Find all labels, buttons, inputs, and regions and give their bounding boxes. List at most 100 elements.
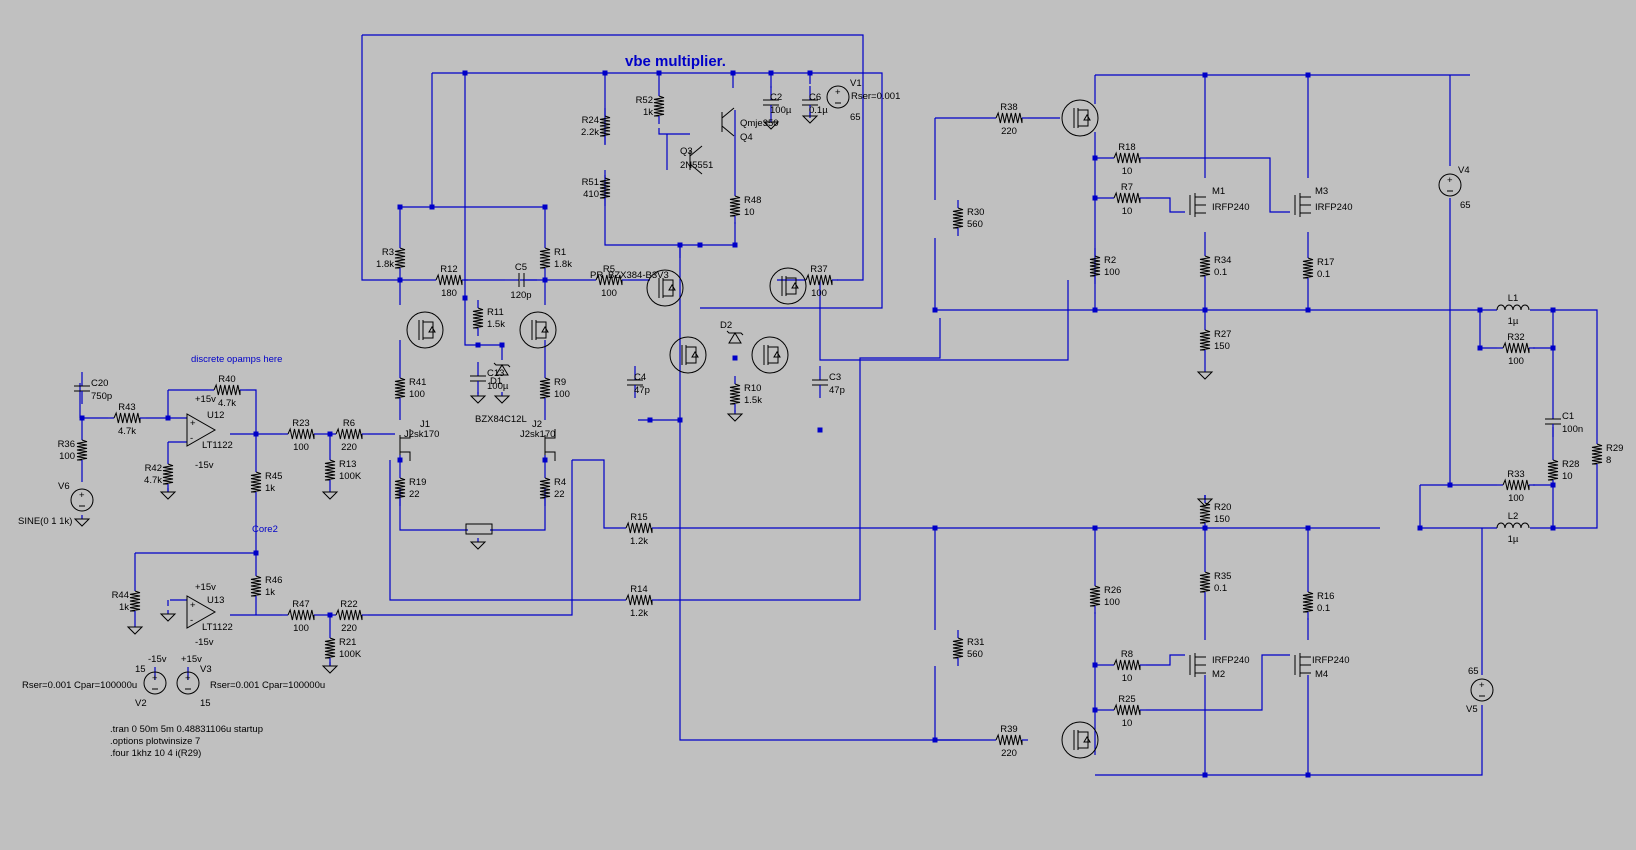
- junction: [602, 70, 608, 76]
- wire: [464, 298, 502, 346]
- junction: [397, 457, 403, 463]
- jfet-symbol: [544, 429, 556, 461]
- resistor-ref: R1: [554, 247, 566, 258]
- junction: [1305, 525, 1311, 531]
- inductor-value: 1µ: [1508, 534, 1519, 545]
- wire: [604, 175, 700, 246]
- resistor-value: 100: [1104, 267, 1120, 278]
- resistor-value: 1.2k: [630, 536, 648, 547]
- junction: [647, 417, 653, 423]
- v2-value: 15: [135, 664, 146, 675]
- resistor-ref: R31: [967, 637, 984, 648]
- junction: [677, 417, 683, 423]
- junction: [253, 550, 259, 556]
- resistor-ref: R45: [265, 471, 282, 482]
- junction: [697, 242, 703, 248]
- svg-text:+: +: [1447, 175, 1453, 186]
- resistor-ref: R51: [582, 177, 599, 188]
- resistor-ref: R37: [810, 264, 827, 275]
- bjt-symbol: [721, 107, 735, 137]
- pr-ref: PR: [590, 270, 603, 281]
- v5-value: 65: [1468, 666, 1479, 677]
- resistor-value: 8: [1606, 455, 1611, 466]
- svg-text:+: +: [190, 418, 196, 429]
- junction: [1305, 307, 1311, 313]
- junction: [462, 70, 468, 76]
- resistor-value: 10: [1562, 471, 1573, 482]
- m4-ref: M4: [1315, 669, 1328, 680]
- resistor-ref: R29: [1606, 443, 1623, 454]
- resistor-ref: R39: [1000, 724, 1017, 735]
- resistor-value: 150: [1214, 341, 1230, 352]
- junction: [397, 204, 403, 210]
- nmos-symbol: [1189, 193, 1206, 217]
- wire: [490, 488, 546, 531]
- d1-model: BZX84C12L: [475, 414, 527, 425]
- capacitor-value: 47p: [634, 385, 650, 396]
- wire: [658, 128, 690, 135]
- v3-params: Rser=0.001 Cpar=100000u: [210, 680, 325, 691]
- v2-ref: V2: [135, 698, 147, 709]
- wire: [1146, 157, 1290, 213]
- resistor-ref: R52: [636, 95, 653, 106]
- resistor-value: 1k: [265, 587, 275, 598]
- capacitor-ref: C6: [809, 92, 821, 103]
- mosfet-symbol: [646, 269, 684, 307]
- junction: [807, 70, 813, 76]
- junction: [397, 277, 403, 283]
- resistor-ref: R34: [1214, 255, 1231, 266]
- resistor-ref: R3: [382, 247, 394, 258]
- junction: [1202, 72, 1208, 78]
- resistor-ref: R5: [603, 264, 615, 275]
- resistor-value: 100: [1508, 356, 1524, 367]
- u13-ref: U13: [207, 595, 224, 606]
- resistor-value: 10: [744, 207, 755, 218]
- resistor-ref: R18: [1118, 142, 1135, 153]
- q4-model: Qmje350: [740, 118, 779, 129]
- junction: [79, 415, 85, 421]
- junction: [656, 70, 662, 76]
- resistor-value: 1.5k: [744, 395, 762, 406]
- resistor-value: 1k: [643, 107, 653, 118]
- j1-model: J2sk170: [404, 429, 439, 440]
- resistor-ref: R9: [554, 377, 566, 388]
- mosfet-symbol: [769, 267, 807, 305]
- mosfet-symbol: [751, 336, 789, 374]
- resistor-value: 100: [1508, 493, 1524, 504]
- junction: [475, 342, 481, 348]
- wire: [679, 420, 960, 741]
- jfet-symbol: [399, 429, 411, 461]
- capacitor-value: 47p: [829, 385, 845, 396]
- resistor-value: 220: [1001, 748, 1017, 759]
- junction: [932, 307, 938, 313]
- resistor-value: 100: [554, 389, 570, 400]
- junction: [1092, 707, 1098, 713]
- m3-model: IRFP240: [1315, 202, 1353, 213]
- resistor-ref: R20: [1214, 502, 1231, 513]
- q3-ref: Q3: [680, 146, 693, 157]
- u12-neg: -15v: [195, 460, 214, 471]
- m2-model: IRFP240: [1212, 655, 1250, 666]
- resistor-ref: R43: [118, 402, 135, 413]
- m1-ref: M1: [1212, 186, 1225, 197]
- junction: [1550, 307, 1556, 313]
- v3-value: 15: [200, 698, 211, 709]
- ground-symbol: [1196, 368, 1214, 380]
